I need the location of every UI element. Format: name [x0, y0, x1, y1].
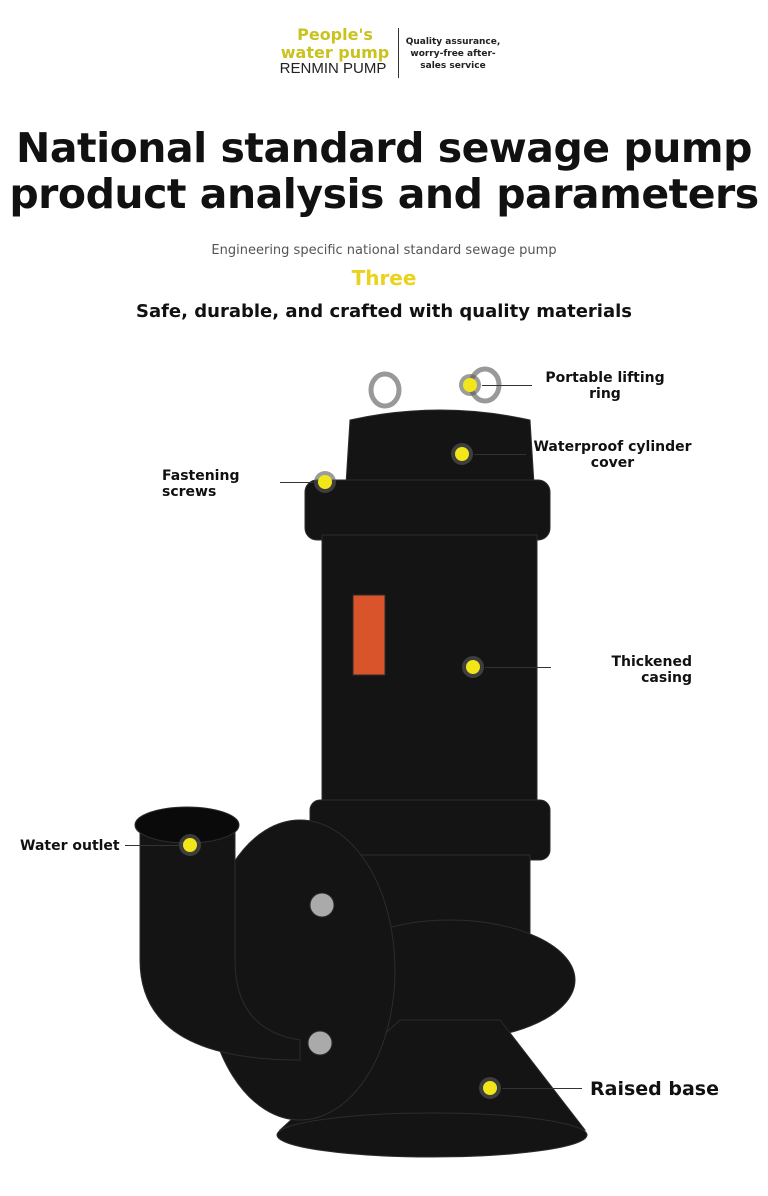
- label-raised-base: Raised base: [590, 1078, 719, 1100]
- pump-image: [134, 366, 588, 1158]
- callout-line: [125, 845, 180, 846]
- tagline: Safe, durable, and crafted with quality …: [135, 301, 632, 322]
- callout-line: [482, 385, 532, 386]
- callout-line: [502, 1088, 582, 1089]
- logo-divider: [398, 28, 399, 78]
- callout-line: [280, 482, 316, 483]
- callout-dot: [483, 1081, 497, 1095]
- section-number: Three: [351, 266, 417, 290]
- label-water-outlet: Water outlet: [20, 838, 120, 854]
- callout-line: [485, 667, 551, 668]
- subtitle: Engineering specific national standard s…: [211, 243, 557, 258]
- page-title: National standard sewage pump product an…: [9, 124, 759, 218]
- callout-dot: [463, 378, 477, 392]
- logo-slogan: Quality assurance, worry-free after-sale…: [405, 37, 501, 71]
- label-lifting-ring: Portable lifting ring: [545, 370, 665, 402]
- label-fastening-screws: Fastening screws: [162, 468, 240, 500]
- logo-name: People's water pump: [280, 25, 390, 62]
- label-cylinder-cover: Waterproof cylinder cover: [533, 439, 692, 471]
- callout-dot: [183, 838, 197, 852]
- callout-dot: [466, 660, 480, 674]
- callout-dot: [455, 447, 469, 461]
- logo-brand: RENMIN PUMP: [279, 60, 387, 77]
- callout-dot: [318, 475, 332, 489]
- label-thickened-casing: Thickened casing: [611, 654, 692, 686]
- callout-line: [474, 454, 526, 455]
